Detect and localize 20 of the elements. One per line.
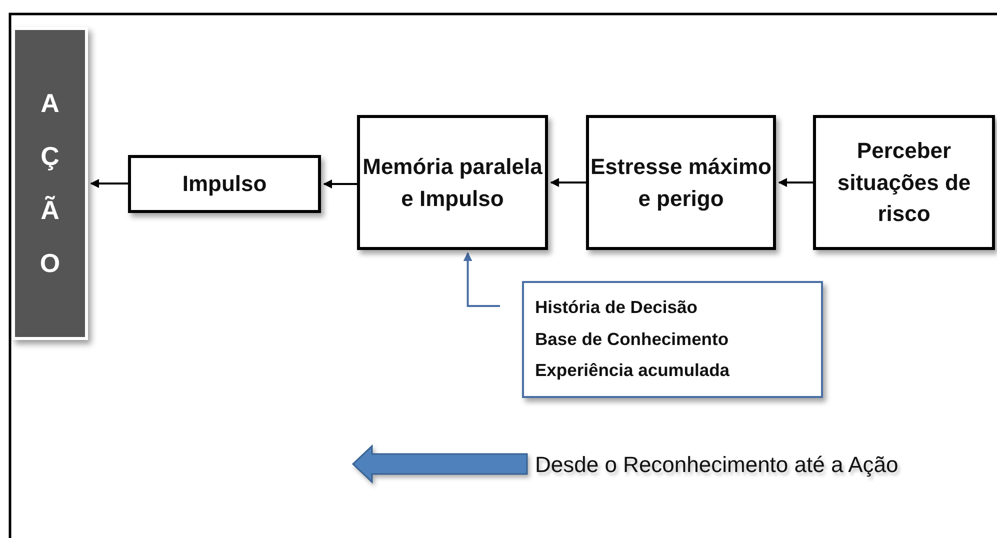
caption-text: Desde o Reconhecimento até a Ação: [535, 452, 898, 478]
node-text: Memória paralela e Impulso: [362, 152, 544, 213]
node-text: Impulso: [182, 170, 267, 198]
process-box: [586, 115, 776, 250]
node-text: Experiência acumulada: [535, 359, 730, 382]
arrow: [323, 180, 357, 188]
arrow: [778, 178, 813, 187]
node-text: Estresse máximo e perigo: [590, 152, 772, 213]
process-box: [357, 115, 548, 250]
node-text: História de Decisão: [535, 296, 698, 320]
node-text: Perceber situações de risco: [836, 136, 972, 228]
action-column: [12, 27, 88, 340]
arrow: [90, 179, 128, 188]
arrow: [463, 252, 500, 307]
info-box: [522, 281, 823, 398]
process-box: [128, 155, 321, 213]
node-text: Base de Conhecimento: [535, 328, 729, 351]
arrow: [550, 178, 586, 187]
process-box: [813, 115, 995, 250]
node-text: AÇÃO: [38, 86, 62, 280]
